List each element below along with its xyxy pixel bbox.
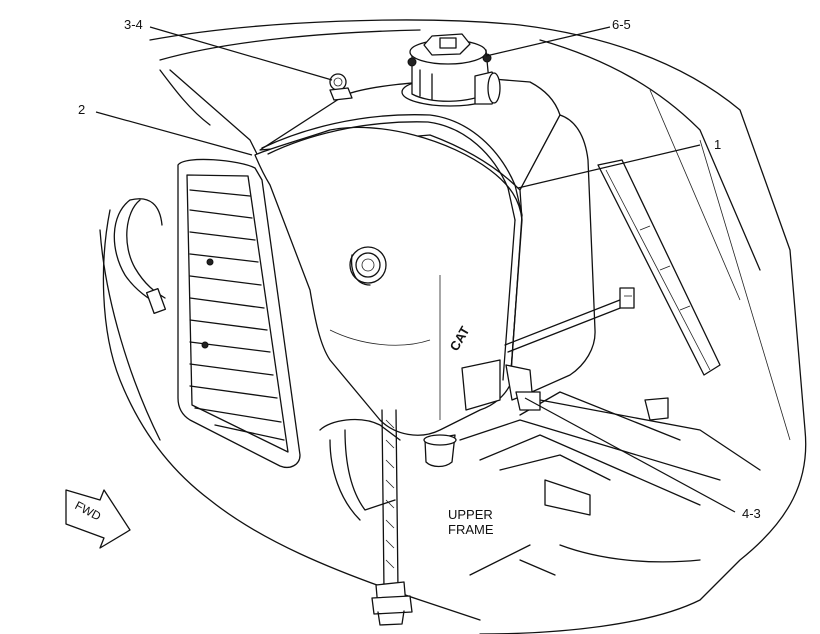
leader-2 xyxy=(95,111,253,156)
forward-direction-arrow: FWD xyxy=(65,489,131,549)
filler-cap-assembly xyxy=(401,33,501,107)
side-grille xyxy=(177,158,301,469)
callout-3-4: 3-4 xyxy=(124,17,143,32)
right-rail xyxy=(597,159,721,376)
leader-6-5 xyxy=(485,26,611,57)
machine-body-outline xyxy=(99,19,807,634)
callout-leaders xyxy=(95,26,736,513)
frame-label: FRAME xyxy=(448,522,494,537)
drain-fitting xyxy=(423,434,457,468)
mounting-strap xyxy=(504,287,635,353)
drain-hose xyxy=(371,409,413,626)
upper-frame-area xyxy=(319,391,761,576)
left-hose xyxy=(113,198,167,315)
leader-3-4 xyxy=(149,26,333,81)
leader-1 xyxy=(517,144,701,189)
callout-4-3: 4-3 xyxy=(742,506,761,521)
leader-4-3 xyxy=(524,397,736,513)
callout-2: 2 xyxy=(78,102,85,117)
callout-1: 1 xyxy=(714,137,721,152)
callout-6-5: 6-5 xyxy=(612,17,631,32)
mount-bolt xyxy=(329,73,353,101)
upper-label: UPPER xyxy=(448,507,493,522)
sight-gauge xyxy=(349,246,387,286)
callouts: 3-4 6-5 2 1 4-3 xyxy=(78,17,761,521)
